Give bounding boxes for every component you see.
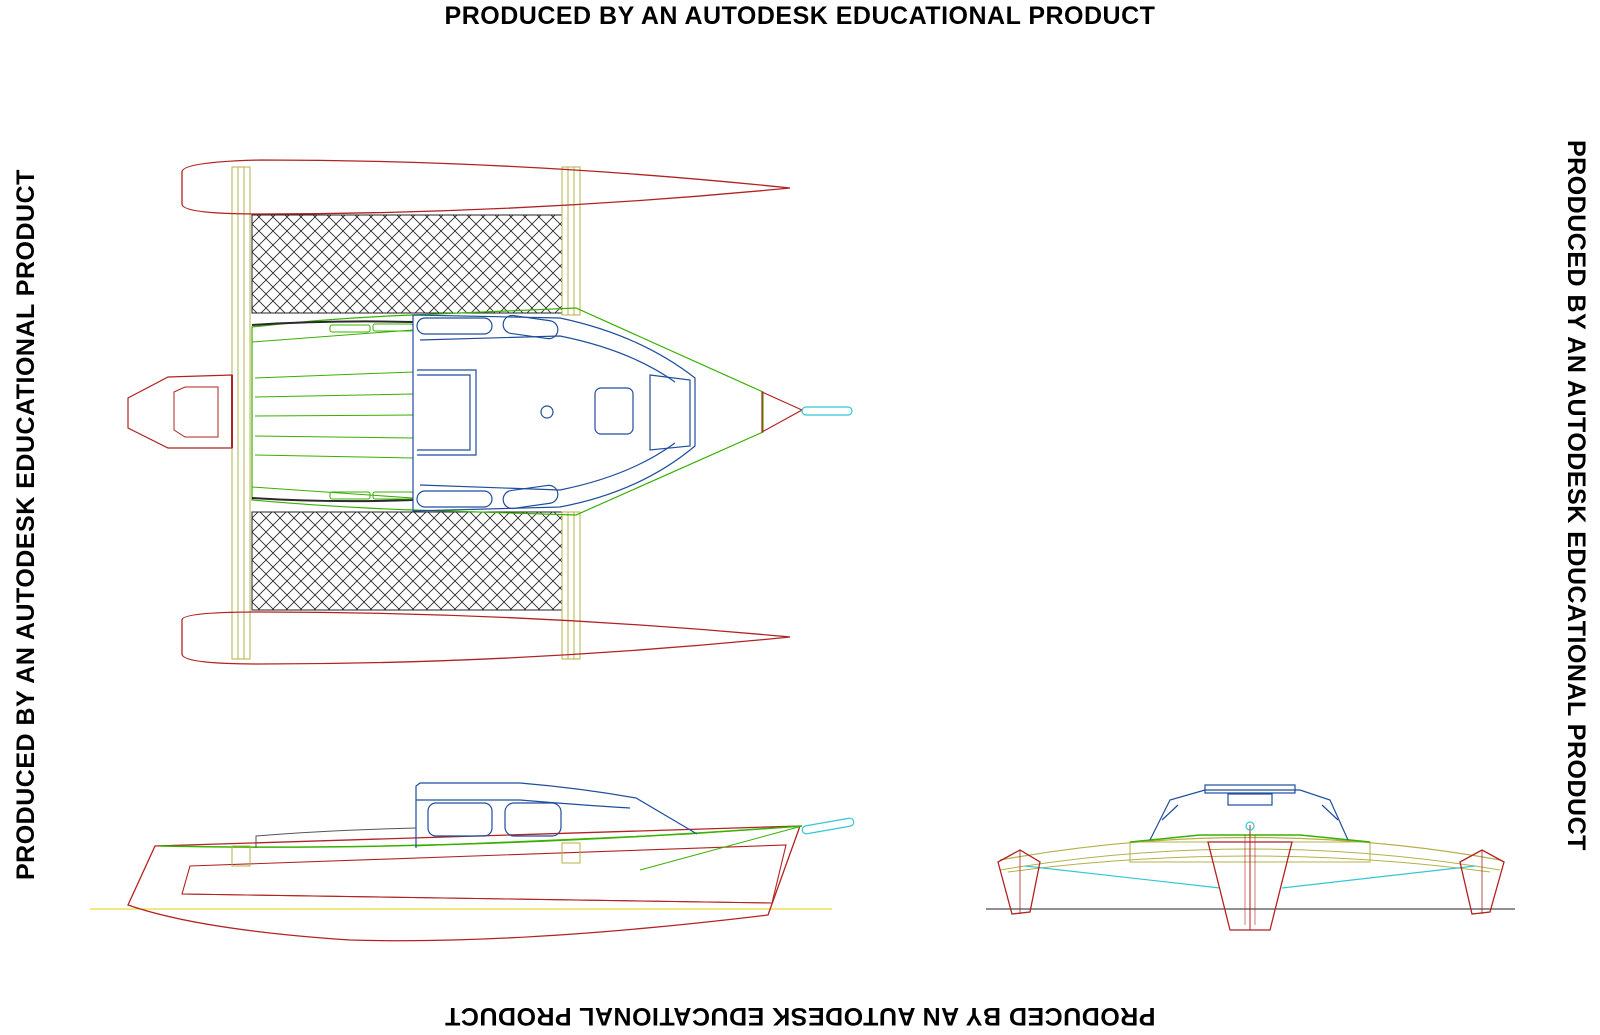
ama-lower bbox=[181, 611, 791, 665]
bow-fitting bbox=[761, 391, 804, 434]
side-hull bbox=[127, 825, 801, 942]
side-cabin bbox=[415, 782, 698, 848]
side-bowsprit bbox=[801, 817, 855, 835]
bowsprit bbox=[801, 406, 853, 416]
front-main-hull bbox=[1207, 841, 1293, 931]
main-hull-deck bbox=[251, 307, 764, 516]
cabin-top bbox=[412, 314, 696, 512]
trampoline-upper bbox=[251, 214, 563, 314]
side-elevation bbox=[90, 782, 855, 942]
front-cabin bbox=[1149, 784, 1349, 841]
ama-upper bbox=[181, 159, 791, 215]
front-ama-right bbox=[1459, 849, 1505, 915]
trampoline-lower bbox=[251, 511, 563, 611]
front-ama-left bbox=[997, 849, 1041, 915]
watermark-top: PRODUCED BY AN AUTODESK EDUCATIONAL PROD… bbox=[444, 2, 1156, 30]
front-elevation bbox=[986, 784, 1515, 931]
plan-view bbox=[127, 159, 853, 665]
